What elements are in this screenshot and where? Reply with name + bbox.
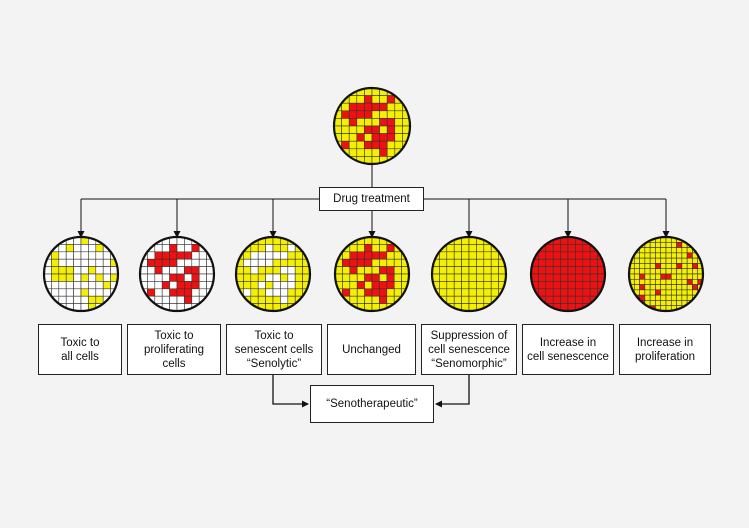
outcome-box-senomorphic: Suppression of cell senescence “Senomorp… <box>421 324 517 375</box>
dish-increase-senescence <box>529 235 607 313</box>
dish-toxic-proliferating <box>138 235 216 313</box>
dish-untreated <box>332 86 412 166</box>
dish-toxic-all <box>42 235 120 313</box>
connectors <box>77 164 670 408</box>
outcome-box-senolytic: Toxic to senescent cells “Senolytic” <box>226 324 322 375</box>
drug-treatment-box: Drug treatment <box>319 187 424 211</box>
dish-senolytic <box>234 235 312 313</box>
arrow-senolytic-to-senotherapeutic <box>272 375 309 408</box>
outcome-box-unchanged: Unchanged <box>327 324 416 375</box>
outcome-box-toxic-prolif: Toxic to proliferating cells <box>127 324 221 375</box>
arrow-senomorphic-to-senotherapeutic <box>435 375 470 408</box>
dish-increase-proliferation <box>627 235 705 313</box>
outcome-box-increase-senescence: Increase in cell senescence <box>522 324 614 375</box>
outcome-box-toxic-all: Toxic to all cells <box>38 324 122 375</box>
senotherapeutic-box: “Senotherapeutic” <box>310 385 434 423</box>
outcome-box-increase-prolif: Increase in proliferation <box>619 324 711 375</box>
dish-senomorphic <box>430 235 508 313</box>
dish-unchanged <box>333 235 411 313</box>
